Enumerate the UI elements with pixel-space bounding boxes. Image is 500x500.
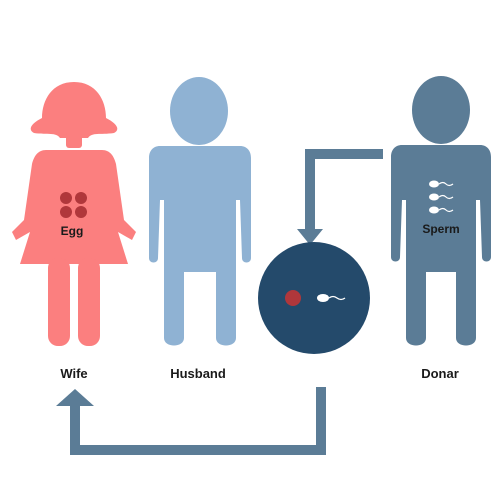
wife-label: Wife bbox=[60, 366, 88, 381]
egg-label: Egg bbox=[60, 224, 84, 238]
wife-figure bbox=[12, 82, 136, 346]
donar-label: Donar bbox=[421, 366, 459, 381]
sperm-cells-icon bbox=[429, 180, 454, 214]
embryo-to-wife-arrow bbox=[56, 387, 326, 455]
sperm-label: Sperm bbox=[422, 222, 460, 236]
egg-cells-icon bbox=[60, 192, 87, 218]
donar-figure bbox=[391, 76, 491, 346]
fertilized-egg-icon bbox=[258, 242, 370, 354]
donar-to-embryo-arrow bbox=[297, 149, 383, 245]
husband-label: Husband bbox=[170, 366, 226, 381]
husband-figure bbox=[149, 77, 251, 346]
